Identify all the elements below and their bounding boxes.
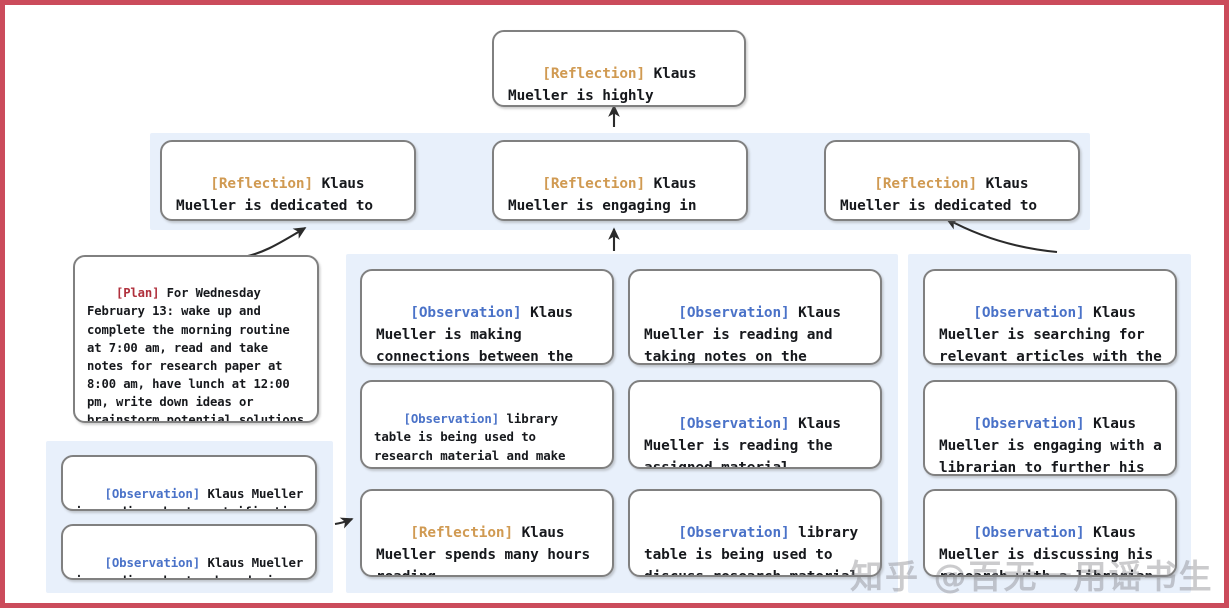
node-obs-gentrification[interactable]: [Observation] Klaus Mueller is reading a…: [61, 455, 317, 511]
observation-tag: [Observation]: [403, 410, 500, 426]
reflection-tag: [Reflection]: [542, 175, 646, 192]
node-text: Klaus Mueller is discussing his research…: [939, 524, 1162, 577]
node-text: Klaus Mueller is reading the assigned ma…: [644, 415, 850, 469]
node-obs-discussing-research[interactable]: [Observation] Klaus Mueller is discussin…: [923, 489, 1177, 577]
node-obs-library-table-connections[interactable]: [Observation] library table is being use…: [360, 380, 614, 469]
node-reflection-middle[interactable]: [Reflection] Klaus Mueller is engaging i…: [492, 140, 748, 221]
observation-tag: [Observation]: [678, 524, 790, 541]
reflection-tag: [Reflection]: [410, 524, 514, 541]
node-reflection-hours-reading[interactable]: [Reflection] Klaus Mueller spends many h…: [360, 489, 614, 577]
observation-tag: [Observation]: [104, 485, 201, 501]
plan-tag: [Plan]: [115, 286, 160, 301]
node-text: Klaus Mueller is engaging with a librari…: [939, 415, 1162, 476]
node-text: Klaus Mueller is reading about gentrific…: [75, 485, 304, 509]
node-text: library table is being used to discuss r…: [644, 524, 867, 577]
node-text: For Wednesday February 13: wake up and c…: [87, 286, 305, 423]
observation-tag: [Observation]: [973, 415, 1085, 432]
node-text: Klaus Mueller spends many hours reading: [376, 524, 599, 577]
node-text: Klaus Mueller is dedicated to research: [840, 175, 1037, 214]
node-text: Klaus Mueller is dedicated to research: [176, 175, 373, 214]
node-text: library table is being used to research …: [374, 410, 566, 467]
node-obs-library-table-discuss[interactable]: [Observation] library table is being use…: [628, 489, 882, 577]
node-text: Klaus Mueller is highly dedicated to res…: [508, 65, 697, 104]
observation-tag: [Observation]: [678, 304, 790, 321]
node-reflection-left[interactable]: [Reflection] Klaus Mueller is dedicated …: [160, 140, 416, 221]
observation-tag: [Observation]: [973, 524, 1085, 541]
observation-tag: [Observation]: [678, 415, 790, 432]
node-obs-taking-notes[interactable]: [Observation] Klaus Mueller is reading a…: [628, 269, 882, 365]
observation-tag: [Observation]: [104, 554, 201, 570]
node-obs-urban-design[interactable]: [Observation] Klaus Mueller is reading a…: [61, 524, 317, 580]
node-obs-engaging-librarian[interactable]: [Observation] Klaus Mueller is engaging …: [923, 380, 1177, 476]
observation-tag: [Observation]: [410, 304, 522, 321]
node-obs-connections[interactable]: [Observation] Klaus Mueller is making co…: [360, 269, 614, 365]
reflection-tag: [Reflection]: [542, 65, 646, 82]
observation-tag: [Observation]: [973, 304, 1085, 321]
node-text: Klaus Mueller is making connections betw…: [376, 304, 573, 365]
node-text: Klaus Mueller is engaging in research ac…: [508, 175, 697, 214]
node-obs-searching-articles[interactable]: [Observation] Klaus Mueller is searching…: [923, 269, 1177, 365]
node-obs-assigned-material[interactable]: [Observation] Klaus Mueller is reading t…: [628, 380, 882, 469]
reflection-tag: [Reflection]: [874, 175, 978, 192]
node-root-reflection[interactable]: [Reflection] Klaus Mueller is highly ded…: [492, 30, 746, 107]
reflection-tag: [Reflection]: [210, 175, 314, 192]
node-text: Klaus Mueller is reading about urban des…: [75, 554, 304, 578]
node-text: Klaus Mueller is searching for relevant …: [939, 304, 1162, 365]
node-plan[interactable]: [Plan] For Wednesday February 13: wake u…: [73, 255, 319, 423]
node-text: Klaus Mueller is reading and taking note…: [644, 304, 841, 365]
node-reflection-right[interactable]: [Reflection] Klaus Mueller is dedicated …: [824, 140, 1080, 221]
